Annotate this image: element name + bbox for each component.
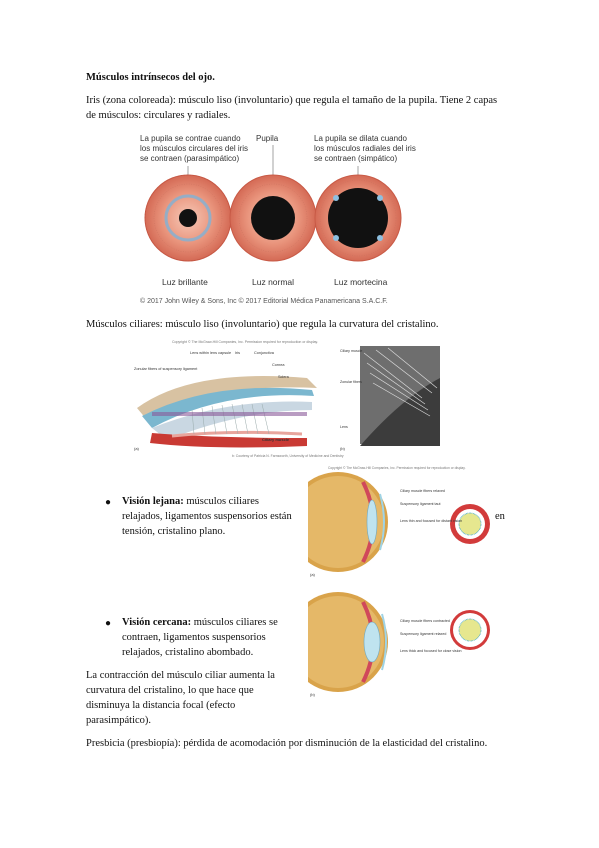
label-cornea: Cornea xyxy=(272,363,285,367)
iris-dim-light xyxy=(314,174,402,262)
near-panel-label: (b) xyxy=(310,692,316,697)
far-label-lens: Lens thin and focused for distant vision xyxy=(400,519,462,523)
far-copyright: Copyright © The McGraw-Hill Companies, I… xyxy=(328,466,466,470)
iris-label-right-1: La pupila se dilata cuando xyxy=(314,134,408,143)
ciliary-paragraph: Músculos ciliares: músculo liso (involun… xyxy=(86,319,439,330)
caption-normal: Luz normal xyxy=(252,277,294,287)
near-label-ciliary: Ciliary muscle fibers contracted xyxy=(400,619,450,623)
ciliary-credit: b: Courtesy of Patricia N. Farnsworth, U… xyxy=(232,454,344,458)
iris-label-pupil: Pupila xyxy=(256,134,279,143)
iris-label-right-3: se contraen (simpático) xyxy=(314,154,397,163)
presbicia-paragraph: Presbicia (presbiopía): pérdida de acomo… xyxy=(86,738,488,749)
contraction-line2: curvatura del cristalino, lo que hace qu… xyxy=(86,685,254,696)
near-vision-line3: relajados, cristalino abombado. xyxy=(122,647,254,658)
near-label-ligament: Suspensory ligament relaxed xyxy=(400,632,446,636)
far-vision-title: Visión lejana: xyxy=(122,496,184,507)
near-eye-drawing xyxy=(308,592,388,692)
label-zonular-fibers: Zonular fibers of suspensory ligament xyxy=(134,367,198,371)
ciliary-copyright-top: Copyright © The McGraw-Hill Companies, I… xyxy=(172,340,318,344)
far-vision-line3: tensión, cristalino plano. xyxy=(122,526,226,537)
iris-label-right-2: los músculos radiales del iris xyxy=(314,144,416,153)
iris-paragraph-line1: Iris (zona coloreada): músculo liso (inv… xyxy=(86,95,498,106)
micro-label-ciliary-muscle: Ciliary muscle xyxy=(340,349,362,353)
micro-label-zonular: Zonular fibers xyxy=(340,380,362,384)
ciliary-micrograph xyxy=(360,346,440,446)
near-vision-figure: Ciliary muscle fibers contracted Suspens… xyxy=(308,592,490,697)
near-vision-line1: Visión cercana: músculos ciliares se xyxy=(122,617,278,628)
near-bullet-marker: ● xyxy=(105,618,112,629)
iris-bright-light xyxy=(144,174,232,262)
far-lens-front-view xyxy=(450,504,490,544)
contraction-line1: La contracción del músculo ciliar aument… xyxy=(86,670,275,681)
near-label-lens: Lens thick and focused for close vision xyxy=(400,649,462,653)
iris-paragraph-line2: de músculos: circulares y radiales. xyxy=(86,110,231,121)
panel-a-label: (a) xyxy=(134,446,140,451)
far-panel-label: (a) xyxy=(310,572,316,577)
micro-label-lens: Lens xyxy=(340,425,348,429)
label-conjunctiva: Conjunctiva xyxy=(254,351,275,355)
iris-label-left-3: se contraen (parasimpático) xyxy=(140,154,239,163)
far-vision-line2: relajados, ligamentos suspensorios están xyxy=(122,511,292,522)
far-vision-figure: Copyright © The McGraw-Hill Companies, I… xyxy=(308,466,490,577)
far-eye-drawing xyxy=(308,472,388,572)
section-heading: Músculos intrínsecos del ojo. xyxy=(86,72,215,83)
near-vision-line2: contraen, ligamentos suspensorios xyxy=(122,632,266,643)
iris-label-left-1: La pupila se contrae cuando xyxy=(140,134,241,143)
iris-label-left-2: los músculos circulares del iris xyxy=(140,144,248,153)
label-lens: Lens within lens capsule xyxy=(190,351,231,355)
caption-bright: Luz brillante xyxy=(162,277,208,287)
ciliary-muscle-figure: Copyright © The McGraw-Hill Companies, I… xyxy=(134,340,440,458)
label-iris: Iris xyxy=(235,351,240,355)
contraction-line3: disminuya la distancia focal (efecto xyxy=(86,700,236,711)
far-vision-en: en xyxy=(495,511,505,522)
iris-copyright: © 2017 John Wiley & Sons, Inc © 2017 Edi… xyxy=(140,297,388,305)
far-bullet-marker: ● xyxy=(105,497,112,508)
iris-pupil-figure: La pupila se contrae cuando los músculos… xyxy=(140,134,416,305)
panel-b-label: (b) xyxy=(340,446,346,451)
far-vision-line1: Visión lejana: músculos ciliares xyxy=(122,496,259,507)
far-label-ciliary: Ciliary muscle fibers relaxed xyxy=(400,489,445,493)
far-label-ligament: Suspensory ligament taut xyxy=(400,502,441,506)
contraction-line4: parasimpático). xyxy=(86,715,152,726)
near-vision-title: Visión cercana: xyxy=(122,617,192,628)
ciliary-anatomy-drawing xyxy=(137,376,317,448)
caption-dim: Luz mortecina xyxy=(334,277,388,287)
iris-normal-light xyxy=(229,174,317,262)
label-sclera: Sclera xyxy=(278,375,290,379)
label-ciliary-muscle: Ciliary muscle xyxy=(262,437,290,442)
near-lens-front-view xyxy=(450,610,490,650)
